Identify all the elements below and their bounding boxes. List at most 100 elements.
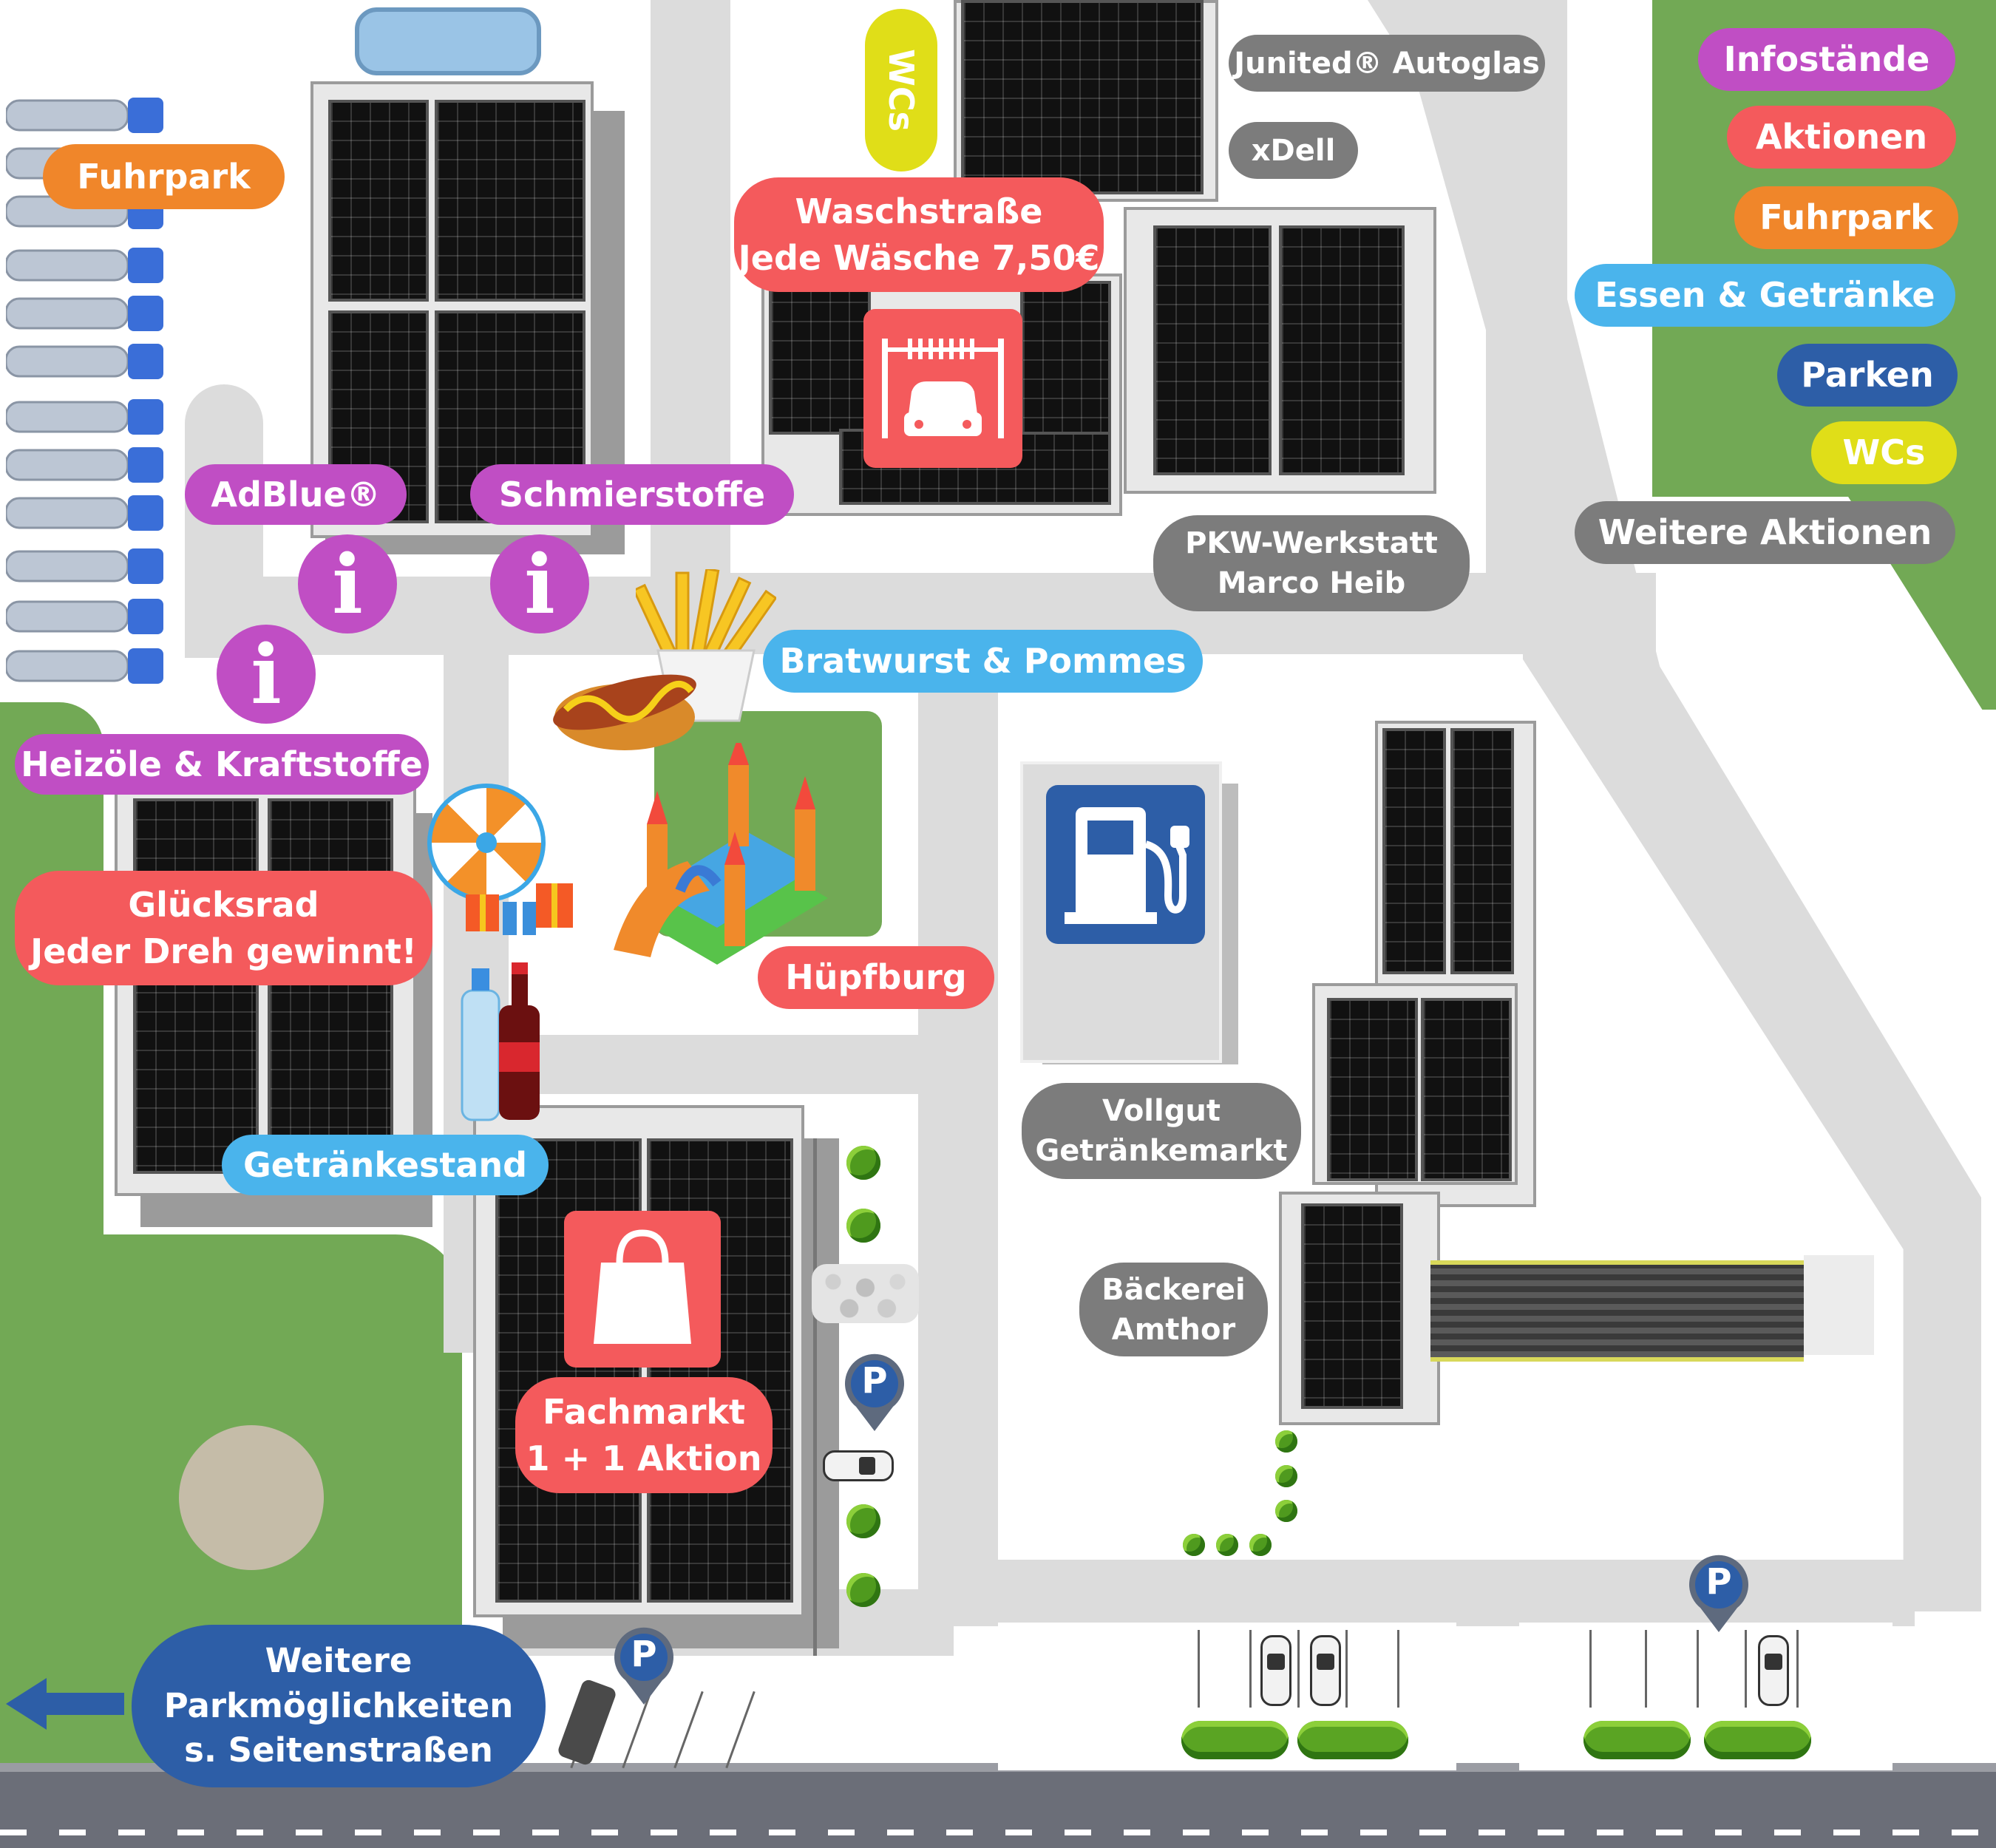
parking-lines-fachmarkt	[813, 1138, 817, 1656]
parking-line	[725, 1691, 756, 1769]
parking-line	[1697, 1630, 1699, 1708]
tree	[1275, 1430, 1297, 1453]
label-waschstrasse[interactable]: Waschstraße Jede Wäsche 7,50€	[734, 177, 1104, 292]
hedge	[1704, 1721, 1811, 1759]
label-pkw-line1: PKW-Werkstatt	[1185, 526, 1438, 560]
tree	[1275, 1465, 1297, 1487]
hedge	[1181, 1721, 1289, 1759]
parking-line	[1249, 1630, 1252, 1708]
tree	[846, 1146, 880, 1180]
label-weitere-line2: Parkmöglichkeiten	[163, 1685, 514, 1725]
road-v-mid	[918, 584, 998, 1626]
legend-wcs[interactable]: WCs	[1811, 421, 1957, 484]
parked-car	[823, 1450, 894, 1481]
parking-pin-icon[interactable]: P	[611, 1625, 677, 1706]
parking-pin-icon[interactable]: P	[1686, 1552, 1752, 1634]
label-baeckerei[interactable]: Bäckerei Amthor	[1079, 1263, 1268, 1356]
fleet-tank-truck	[4, 246, 165, 285]
label-huepfburg[interactable]: Hüpfburg	[758, 946, 994, 1009]
info-icon[interactable]: i	[298, 534, 397, 633]
tank-structure	[355, 7, 541, 75]
parking-letter: P	[1705, 1561, 1732, 1603]
label-getraenkestand[interactable]: Getränkestand	[222, 1135, 549, 1195]
label-waschstrasse-line1: Waschstraße	[795, 191, 1043, 232]
label-baeckerei-line1: Bäckerei	[1101, 1272, 1246, 1307]
label-adblue[interactable]: AdBlue®	[185, 464, 407, 525]
parking-letter: P	[861, 1360, 888, 1402]
info-icon[interactable]: i	[217, 625, 316, 724]
label-vollgut-line1: Vollgut	[1102, 1094, 1221, 1128]
parking-line	[1397, 1630, 1399, 1708]
label-fachmarkt[interactable]: Fachmarkt 1 + 1 Aktion	[515, 1377, 773, 1493]
bouncy-castle-icon	[606, 736, 843, 979]
wheel-hub	[476, 832, 497, 853]
fleet-tank-truck	[4, 342, 165, 381]
solar-panel	[1327, 998, 1418, 1181]
round-plaza	[179, 1425, 324, 1570]
fleet-tank-truck	[4, 494, 165, 532]
gift-icon	[462, 872, 577, 939]
fleet-tank-truck	[4, 294, 165, 333]
label-waschstrasse-line2: Jede Wäsche 7,50€	[738, 237, 1100, 278]
legend-infostaende[interactable]: Infostände	[1698, 28, 1955, 91]
tree	[846, 1504, 880, 1538]
label-fachmarkt-line2: 1 + 1 Aktion	[526, 1438, 762, 1478]
label-gluecksrad[interactable]: Glücksrad Jeder Dreh gewinnt!	[15, 871, 432, 985]
car-wash-icon	[863, 309, 1022, 468]
legend-essen-getraenke[interactable]: Essen & Getränke	[1575, 264, 1955, 327]
label-heizoele[interactable]: Heizöle & Kraftstoffe	[15, 734, 429, 795]
label-schmierstoffe[interactable]: Schmierstoffe	[470, 464, 794, 525]
solar-panel	[1020, 281, 1111, 435]
label-wcs-vertical[interactable]: WCs	[865, 9, 937, 171]
parking-line	[1345, 1630, 1348, 1708]
label-fuhrpark[interactable]: Fuhrpark	[43, 144, 285, 209]
legend-fuhrpark[interactable]: Fuhrpark	[1734, 186, 1958, 249]
shopping-bag-icon	[564, 1211, 721, 1368]
solar-panel	[1450, 728, 1514, 974]
label-baeckerei-line2: Amthor	[1111, 1312, 1236, 1347]
hedge	[1297, 1721, 1408, 1759]
tree	[846, 1209, 880, 1243]
label-weitere-parkmoeglichkeiten[interactable]: Weitere Parkmöglichkeiten s. Seitenstraß…	[132, 1625, 546, 1787]
legend-weitere-aktionen[interactable]: Weitere Aktionen	[1575, 501, 1955, 564]
street-center-line	[0, 1830, 1996, 1835]
label-gluecksrad-line1: Glücksrad	[128, 885, 319, 925]
fleet-tank-truck	[4, 446, 165, 484]
tree	[1275, 1500, 1297, 1522]
stones	[812, 1264, 919, 1323]
solar-panel	[1279, 225, 1405, 475]
label-vollgut[interactable]: Vollgut Getränkemarkt	[1022, 1083, 1301, 1179]
parking-line	[1198, 1630, 1200, 1708]
hedge	[1583, 1721, 1691, 1759]
fleet-tank-truck	[4, 547, 165, 585]
road-h-bottom	[954, 1560, 1915, 1626]
solar-panel	[1421, 998, 1512, 1181]
solar-panel	[268, 798, 393, 1174]
label-pkw-werkstatt[interactable]: PKW-Werkstatt Marco Heib	[1153, 515, 1470, 611]
solar-panel	[1382, 728, 1446, 974]
label-xdell[interactable]: xDell	[1229, 122, 1358, 179]
parking-line	[1645, 1630, 1647, 1708]
solar-panel	[1301, 1203, 1403, 1409]
parking-line	[1589, 1630, 1592, 1708]
fleet-tank-truck	[4, 647, 165, 685]
info-icon[interactable]: i	[490, 534, 589, 633]
label-wcs-text: WCs	[881, 49, 922, 132]
label-bratwurst[interactable]: Bratwurst & Pommes	[763, 630, 1203, 693]
road-h-lower	[510, 1035, 954, 1094]
label-gluecksrad-line2: Jeder Dreh gewinnt!	[30, 931, 417, 971]
label-junited[interactable]: Junited® Autoglas	[1229, 35, 1545, 92]
label-fachmarkt-line1: Fachmarkt	[542, 1392, 746, 1433]
solar-panel	[435, 100, 585, 302]
tree	[1216, 1534, 1238, 1556]
solar-panel	[133, 798, 259, 1174]
solar-panel	[961, 0, 1204, 194]
conveyor-track	[1430, 1260, 1804, 1362]
parking-line	[1745, 1630, 1747, 1708]
parking-line	[1297, 1630, 1300, 1708]
parking-letter: P	[631, 1634, 657, 1675]
legend-aktionen[interactable]: Aktionen	[1727, 106, 1956, 169]
legend-parken[interactable]: Parken	[1777, 344, 1958, 407]
parking-pin-icon[interactable]: P	[841, 1351, 908, 1433]
